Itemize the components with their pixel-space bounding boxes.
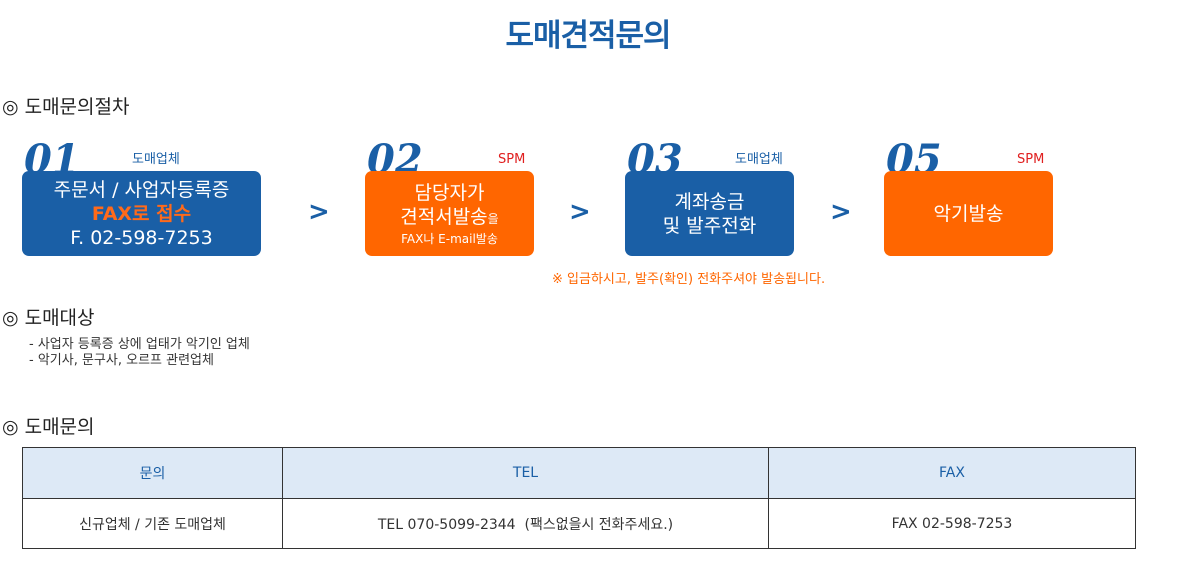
double-circle-icon: ◎ — [2, 416, 19, 438]
cell-inquiry-type: 신규업체 / 기존 도매업체 — [22, 498, 283, 549]
cell-tel: TEL 070-5099-2344 (팩스없을시 전화주세요.) — [282, 498, 769, 549]
step-tag-01: 도매업체 — [132, 152, 180, 167]
contact-table: 문의 TEL FAX 신규업체 / 기존 도매업체 TEL 070-5099-2… — [22, 447, 1136, 549]
next-arrow-2: > — [569, 197, 591, 227]
step-03-line-1: 계좌송금 — [674, 190, 745, 213]
table-header-row: 문의 TEL FAX — [22, 447, 1136, 499]
header-tel: TEL — [282, 447, 769, 499]
next-arrow-1: > — [308, 197, 330, 227]
step-02-line-3: FAX나 E-mail발송 — [401, 231, 498, 246]
header-inquiry: 문의 — [22, 447, 283, 499]
step-tag-02: SPM — [498, 152, 526, 167]
target-item: - 악기사, 문구사, 오르프 관련업체 — [29, 353, 214, 368]
next-arrow-3: > — [830, 197, 852, 227]
cell-fax: FAX 02-598-7253 — [768, 498, 1136, 549]
section-heading-target: ◎도매대상 — [2, 303, 95, 330]
double-circle-icon: ◎ — [2, 96, 19, 118]
double-circle-icon: ◎ — [2, 307, 19, 329]
step-05-line-1: 악기발송 — [933, 202, 1004, 225]
section-title-inquiry: 도매문의 — [24, 416, 95, 438]
header-fax: FAX — [768, 447, 1136, 499]
step-01-fax-number: F. 02-598-7253 — [70, 226, 213, 249]
step-box-02: 담당자가 견적서발송을 FAX나 E-mail발송 — [365, 171, 534, 256]
step-02-line-1: 담당자가 — [414, 181, 485, 204]
step-box-01: 주문서 / 사업자등록증 FAX로 접수 F. 02-598-7253 — [22, 171, 261, 256]
section-heading-inquiry: ◎도매문의 — [2, 412, 95, 439]
page-title: 도매견적문의 — [505, 18, 671, 54]
step-tag-03: 도매업체 — [735, 152, 783, 167]
step-02-line-2: 견적서발송을 — [400, 205, 499, 228]
section-title-procedure: 도매문의절차 — [24, 96, 130, 118]
step-box-03: 계좌송금 및 발주전화 — [625, 171, 794, 256]
table-row: 신규업체 / 기존 도매업체 TEL 070-5099-2344 (팩스없을시 … — [22, 498, 1136, 549]
payment-notice: ※ 입금하시고, 발주(확인) 전화주셔야 발송됩니다. — [552, 272, 826, 287]
section-heading-procedure: ◎도매문의절차 — [2, 92, 129, 119]
step-tag-05: SPM — [1017, 152, 1045, 167]
target-list: - 사업자 등록증 상에 업태가 악기인 업체 - 악기사, 문구사, 오르프 … — [29, 337, 250, 369]
step-01-line-2: FAX로 접수 — [91, 202, 192, 225]
section-title-target: 도매대상 — [24, 307, 95, 329]
target-item: - 사업자 등록증 상에 업태가 악기인 업체 — [29, 337, 250, 352]
step-01-line-1: 주문서 / 사업자등록증 — [53, 178, 230, 201]
step-box-05: 악기발송 — [884, 171, 1053, 256]
step-03-line-2: 및 발주전화 — [662, 214, 757, 237]
